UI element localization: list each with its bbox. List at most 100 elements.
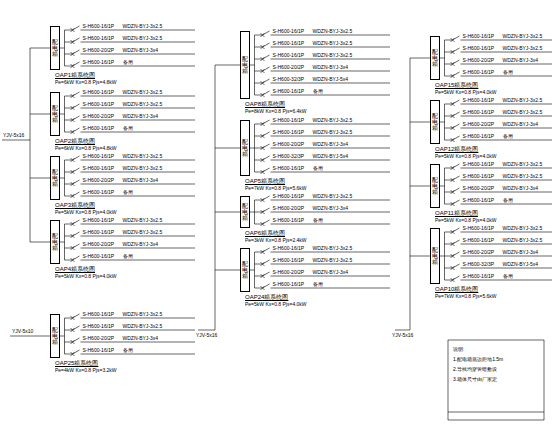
breaker-mark xyxy=(71,352,75,356)
box-label: 配电箱 xyxy=(52,39,58,57)
circuit-spec: S-H600-16/1P xyxy=(463,109,495,115)
circuit-spec: S-H600-16/1P xyxy=(83,165,115,171)
feeder-cable: YJV-5x16 xyxy=(196,332,217,338)
panel-title: OAP3箱系统图 xyxy=(55,202,95,208)
box-tap xyxy=(440,122,445,123)
circuit-spec: WDZN-BYJ-3x2.5 xyxy=(503,109,543,115)
circuit-spec: S-H600-20/2P xyxy=(83,241,115,247)
breaker-mark xyxy=(71,340,75,344)
box-tap xyxy=(60,114,65,115)
circuit-line xyxy=(65,354,73,355)
breaker-mark xyxy=(451,114,455,118)
breaker-mark xyxy=(261,210,265,214)
breaker-mark xyxy=(451,266,455,270)
circuit-spec: S-H600-20/2P xyxy=(463,121,495,127)
load-spec: Pe=5kW Kx=0.8 Pjs=4.0kW xyxy=(245,302,307,307)
circuit-line xyxy=(81,172,196,173)
circuit-spec: WDZN-BYJ-3x4 xyxy=(313,269,349,275)
box-label: 配电箱 xyxy=(242,203,248,221)
circuit-spec: WDZN-BYJ-3x2.5 xyxy=(313,28,353,34)
circuit-line xyxy=(255,35,263,36)
circuit-spec: WDZN-BYJ-3x2.5 xyxy=(313,117,353,123)
circuit-spec: S-H600-20/2P xyxy=(83,335,115,341)
breaker-mark xyxy=(71,64,75,68)
breaker-mark xyxy=(451,138,455,142)
breaker-symbol xyxy=(453,188,460,192)
circuit-line xyxy=(81,318,196,319)
circuit-line xyxy=(65,54,73,55)
circuit-line xyxy=(65,236,73,237)
circuit-spec: S-H600-16/1P xyxy=(83,35,115,41)
circuit-spec: S-H600-20/2P xyxy=(463,57,495,63)
circuit-spec: S-H600-16/1P xyxy=(463,225,495,231)
breaker-mark xyxy=(261,262,265,266)
breaker-mark xyxy=(71,64,75,68)
breaker-symbol xyxy=(453,164,460,168)
breaker-mark xyxy=(71,94,75,98)
load-spec: Pe=6kW Kx=0.8 Pjs=4.8kW xyxy=(55,146,117,151)
circuit-spec: WDZN-BYJ-3x2.5 xyxy=(123,311,163,317)
load-spec: Pe=5kW Kx=0.8 Pjs=4.0kW xyxy=(435,90,497,95)
circuit-line xyxy=(81,54,196,55)
breaker-mark xyxy=(261,222,265,226)
breaker-symbol xyxy=(73,220,80,224)
branch-feeder xyxy=(410,58,430,59)
breaker-mark xyxy=(71,118,75,122)
breaker-mark xyxy=(71,234,75,238)
circuit-spec: S-H600-32/3P xyxy=(273,76,305,82)
box-label: 配电箱 xyxy=(52,327,58,345)
breaker-symbol xyxy=(73,104,80,108)
circuit-spec: 备用 xyxy=(123,253,133,259)
breaker-symbol xyxy=(453,100,460,104)
circuit-line xyxy=(445,64,453,65)
breaker-symbol xyxy=(453,136,460,140)
load-spec: Pe=7kW Kx=0.8 Pjs=5.6kW xyxy=(435,294,497,299)
distribution-box: 配电箱OAP8箱系统图Pe=8kW Kx=0.8 Pjs=6.4kW xyxy=(240,31,250,99)
breaker-symbol xyxy=(453,264,460,268)
circuit-spec: S-H600-20/2P xyxy=(83,47,115,53)
circuit-line xyxy=(461,116,553,117)
circuit-line xyxy=(255,160,263,161)
circuit-spec: S-H600-20/2P xyxy=(273,64,305,70)
circuit-spec: S-H600-20/2P xyxy=(273,269,305,275)
load-spec: Pe=5kW Kx=0.8 Pjs=4.0kW xyxy=(435,154,497,159)
circuit-spec: WDZN-BYJ-3x4 xyxy=(313,141,349,147)
circuit-spec: S-H600-20/2P xyxy=(463,249,495,255)
circuit-line xyxy=(81,342,196,343)
panel-title: OAP11箱系统图 xyxy=(435,210,478,216)
circuit-spec: 备用 xyxy=(503,69,513,75)
circuit-line xyxy=(65,96,73,97)
breaker-mark xyxy=(261,274,265,278)
circuit-line xyxy=(461,64,553,65)
circuit-spec: S-H600-16/1P xyxy=(83,59,115,65)
breaker-mark xyxy=(71,94,75,98)
circuit-spec: S-H600-16/1P xyxy=(463,33,495,39)
circuit-line xyxy=(255,252,263,253)
circuit-line xyxy=(255,136,263,137)
breaker-symbol xyxy=(263,132,270,136)
box-label: 配电箱 xyxy=(52,233,58,251)
circuit-spec: 备用 xyxy=(123,125,133,131)
breaker-symbol xyxy=(73,256,80,260)
breaker-symbol xyxy=(263,196,270,200)
circuit-spec: WDZN-BYJ-3x2.5 xyxy=(503,161,543,167)
riser xyxy=(30,48,31,242)
note-text: 说明: xyxy=(453,346,464,352)
branch-feeder xyxy=(30,114,50,115)
breaker-mark xyxy=(451,190,455,194)
breaker-mark xyxy=(71,106,75,110)
box-tap xyxy=(60,178,65,179)
circuit-line xyxy=(65,184,73,185)
box-label: 配电箱 xyxy=(432,177,438,195)
circuit-line xyxy=(255,59,263,60)
breaker-symbol xyxy=(263,260,270,264)
circuit-line xyxy=(461,104,553,105)
circuit-line xyxy=(461,180,553,181)
breaker-mark xyxy=(261,93,265,97)
breaker-mark xyxy=(451,242,455,246)
circuit-line xyxy=(461,76,553,77)
breaker-mark xyxy=(71,246,75,250)
breaker-symbol xyxy=(73,350,80,354)
circuit-line xyxy=(271,83,391,84)
breaker-mark xyxy=(71,40,75,44)
